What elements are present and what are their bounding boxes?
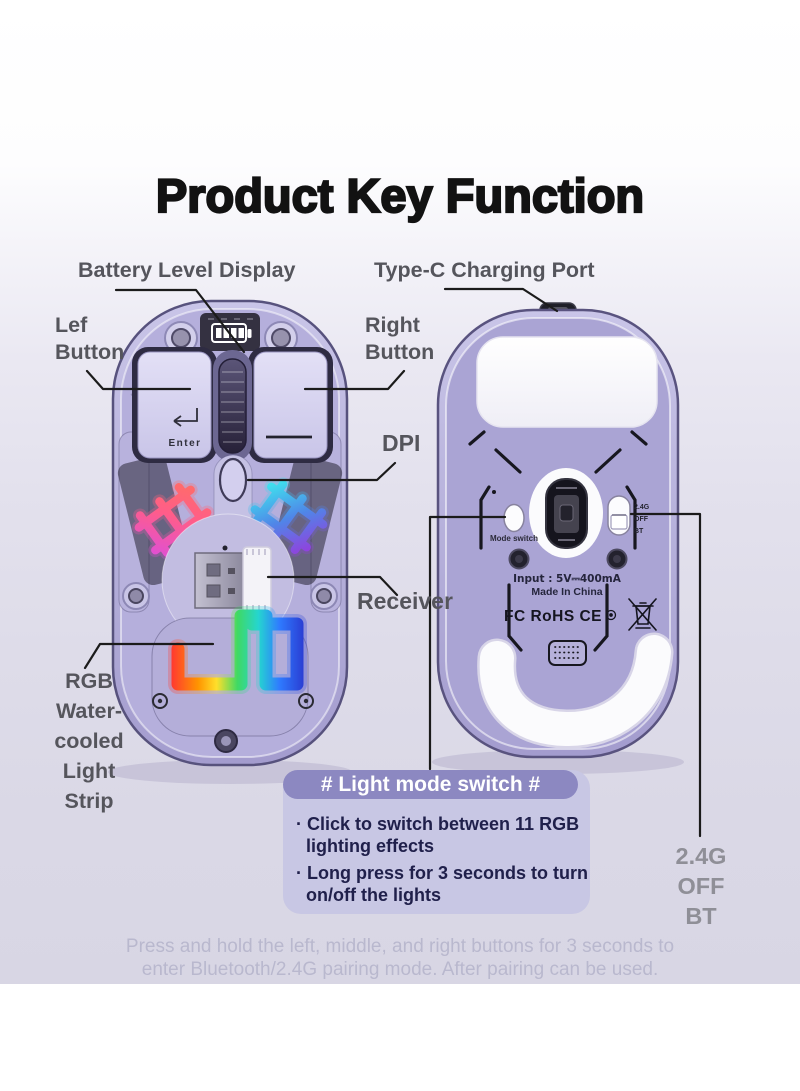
top-mouse-illustration: Enter — [108, 299, 352, 784]
glide-pad-top — [476, 336, 658, 428]
callout-line-right-button — [303, 369, 406, 391]
usb-receiver — [194, 545, 272, 614]
callout-line-left-button — [85, 369, 192, 391]
weee-bin-icon — [628, 598, 657, 631]
callout-label-typec: Type-C Charging Port — [374, 258, 595, 282]
light-mode-panel: # Light mode switch # · Click to switch … — [283, 770, 590, 914]
slider-label-24g: 2.4G — [634, 504, 650, 511]
callout-line-wireless-modes — [629, 512, 702, 838]
slider-label-off: OFF — [634, 516, 649, 523]
dpi-button — [218, 457, 248, 503]
callout-line-typec — [443, 287, 559, 313]
page-title: Product Key Function — [155, 168, 645, 223]
screw-small-left — [152, 693, 168, 709]
base-screw-right — [606, 548, 628, 570]
mode-switch-label: Mode switch — [490, 534, 538, 543]
battery-display — [200, 313, 260, 351]
battery-level-icon — [211, 323, 252, 343]
origin-text: Made In China — [531, 586, 602, 598]
screw-top-left — [164, 321, 198, 355]
screw-small-right — [298, 693, 314, 709]
pairing-instructions: Press and hold the left, middle, and rig… — [125, 936, 675, 980]
callout-line-battery — [114, 288, 246, 354]
callout-label-right-button: Right Button — [365, 313, 435, 364]
mouse-shadow — [432, 750, 684, 774]
right-button — [253, 351, 328, 459]
rgb-strip-right — [247, 477, 331, 557]
shell-engravings — [468, 430, 648, 652]
light-mode-bullet-2: · Long press for 3 seconds to turn on/of… — [296, 863, 589, 905]
certification-marks: FC RoHS CE — [504, 608, 602, 625]
light-mode-panel-header: # Light mode switch # — [283, 770, 578, 799]
mode-switch-button — [503, 503, 525, 533]
bottom-white-strip — [0, 984, 800, 1091]
optical-sensor — [529, 468, 603, 558]
callout-line-receiver — [266, 575, 399, 597]
screw-bottom-center — [214, 729, 238, 753]
callout-label-battery: Battery Level Display — [78, 258, 296, 282]
screw-mid-left — [122, 582, 150, 610]
glide-pad-bottom — [479, 635, 671, 746]
callout-label-receiver: Receiver — [357, 588, 453, 614]
input-rating-text: Input : 5V⎓400mA — [513, 573, 622, 585]
rgb-strip-left — [131, 480, 215, 560]
callout-lines — [83, 287, 702, 838]
callout-line-rgb — [83, 642, 215, 670]
callout-label-dpi: DPI — [382, 430, 421, 456]
enter-marking: Enter — [168, 438, 201, 449]
wireless-mode-slider — [607, 495, 631, 536]
slider-label-bt: BT — [634, 528, 644, 535]
flower-cert-icon — [605, 609, 617, 621]
bottom-mouse-illustration: Mode switch 2.4G OFF BT Input : 5V⎓400mA — [432, 302, 684, 774]
callout-label-rgb-strip: RGB Water- cooled Light Strip — [54, 669, 124, 813]
speaker-grille — [548, 640, 587, 666]
callout-label-left-button: Lef Button — [55, 313, 125, 364]
wireless-modes-note: 2.4G OFF BT — [675, 843, 727, 929]
left-button: Enter — [137, 351, 212, 459]
base-screw-left — [508, 548, 530, 570]
scroll-wheel — [213, 350, 252, 462]
light-mode-bullet-1: · Click to switch between 11 RGB lightin… — [296, 814, 580, 856]
callout-line-dpi — [246, 461, 397, 482]
screw-top-right — [264, 321, 298, 355]
screw-mid-right — [310, 582, 338, 610]
rgb-strip-bottom — [168, 606, 307, 694]
enter-arrow-icon — [173, 408, 198, 427]
callout-line-mode-switch — [428, 515, 507, 771]
